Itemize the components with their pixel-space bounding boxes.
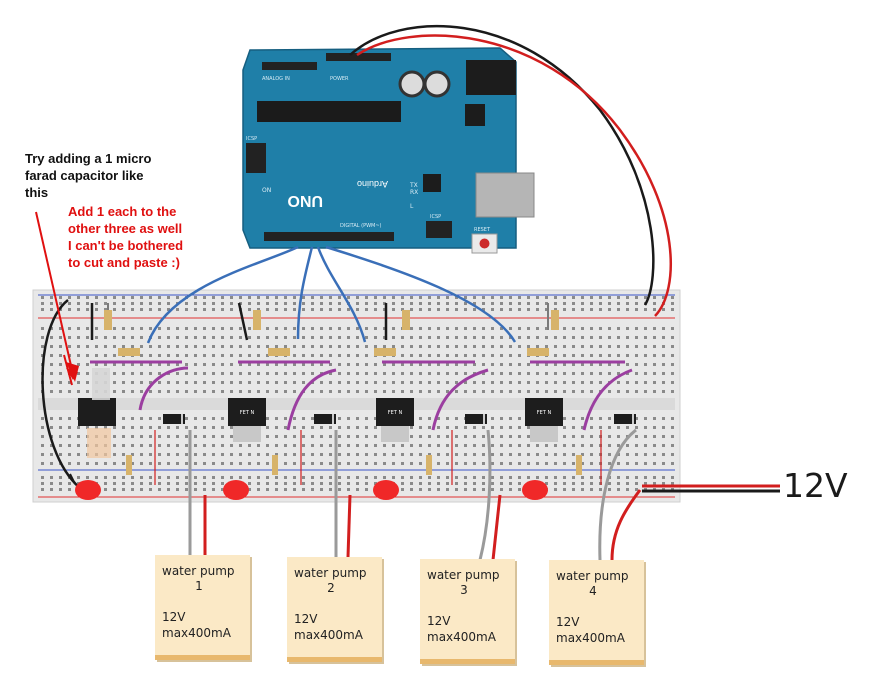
led-3: [373, 480, 399, 500]
pump-number: 4: [589, 584, 597, 598]
mosfet-2-label: FET N: [240, 410, 255, 416]
pump-card-4: water pump 4 12V max400mA: [549, 560, 644, 665]
uno-logo: UNO: [287, 192, 323, 209]
digital-header: [264, 232, 394, 241]
pump-card-3: water pump 3 12V max400mA: [420, 559, 515, 664]
mosfet-3-label: FET N: [388, 410, 403, 416]
pump-name: water pump: [556, 569, 629, 583]
channel-1: [63, 303, 207, 555]
digital-label: DIGITAL (PWM~): [340, 223, 382, 229]
vin-wire: [356, 34, 673, 317]
pump-name: water pump: [162, 564, 235, 578]
pump-voltage: 12V: [427, 614, 451, 628]
channel-4: FET N: [522, 303, 642, 561]
pump-current: max400mA: [427, 630, 496, 644]
led-4: [522, 480, 548, 500]
pump-card-1: water pump 1 12V max400mA: [155, 555, 250, 660]
supply-voltage-label: 12V: [783, 466, 848, 505]
pump-name: water pump: [294, 566, 367, 580]
pump-number: 1: [195, 579, 203, 593]
pump-current: max400mA: [556, 631, 625, 645]
regulator: [465, 104, 485, 126]
barrel-jack: [466, 60, 516, 95]
signal-wires: [146, 245, 517, 344]
annotation-arrow: [35, 211, 79, 382]
mosfet-4-label: FET N: [537, 410, 552, 416]
capacitor-a: [398, 70, 426, 98]
analog-header: [262, 62, 317, 70]
rx-label: RX: [410, 189, 418, 196]
icsp-header: [246, 143, 266, 173]
l-label: L: [410, 203, 414, 210]
led-2: [223, 480, 249, 500]
channel-3: FET N: [373, 303, 502, 561]
pump-card-2: water pump 2 12V max400mA: [287, 557, 382, 662]
pump-voltage: 12V: [556, 615, 580, 629]
power-header: [326, 53, 391, 61]
usb-port: [475, 172, 535, 218]
reset-label: RESET: [474, 227, 491, 233]
others-note: Add 1 each to the other three as well I …: [68, 204, 184, 270]
capacitor-note: Try adding a 1 micro farad capacitor lik…: [25, 151, 152, 200]
microcontroller-chip: [257, 101, 401, 122]
pump-number: 3: [460, 583, 468, 597]
icsp2-label: ICSP: [430, 214, 441, 220]
pump-number: 2: [327, 581, 335, 595]
channel-2: FET N: [223, 302, 352, 558]
analog-label: ANALOG IN: [262, 76, 290, 82]
led-1: [75, 480, 101, 500]
tx-label: TX: [409, 182, 418, 189]
resistor-1b: [118, 348, 140, 356]
breadboard: [32, 289, 681, 503]
power-label: POWER: [330, 76, 349, 82]
pump-name: water pump: [427, 568, 500, 582]
arduino-uno: UNO Arduino ANALOG IN POWER DIGITAL (PWM…: [242, 47, 535, 254]
pump-voltage: 12V: [162, 610, 186, 624]
mosfet-1: [78, 398, 116, 426]
ground-loop-wire: [41, 299, 81, 489]
icsp-label: ICSP: [246, 136, 257, 142]
capacitor-ghost: [92, 368, 110, 400]
gnd-wire: [349, 24, 655, 306]
pump-voltage: 12V: [294, 612, 318, 626]
on-label: ON: [262, 187, 271, 194]
arduino-brand: Arduino: [357, 179, 388, 189]
pump-current: max400mA: [162, 626, 231, 640]
diode-1: [163, 414, 185, 424]
pump-current: max400mA: [294, 628, 363, 642]
icsp2-header: [426, 221, 452, 238]
capacitor-b: [423, 70, 451, 98]
resistor-1a: [104, 310, 112, 330]
